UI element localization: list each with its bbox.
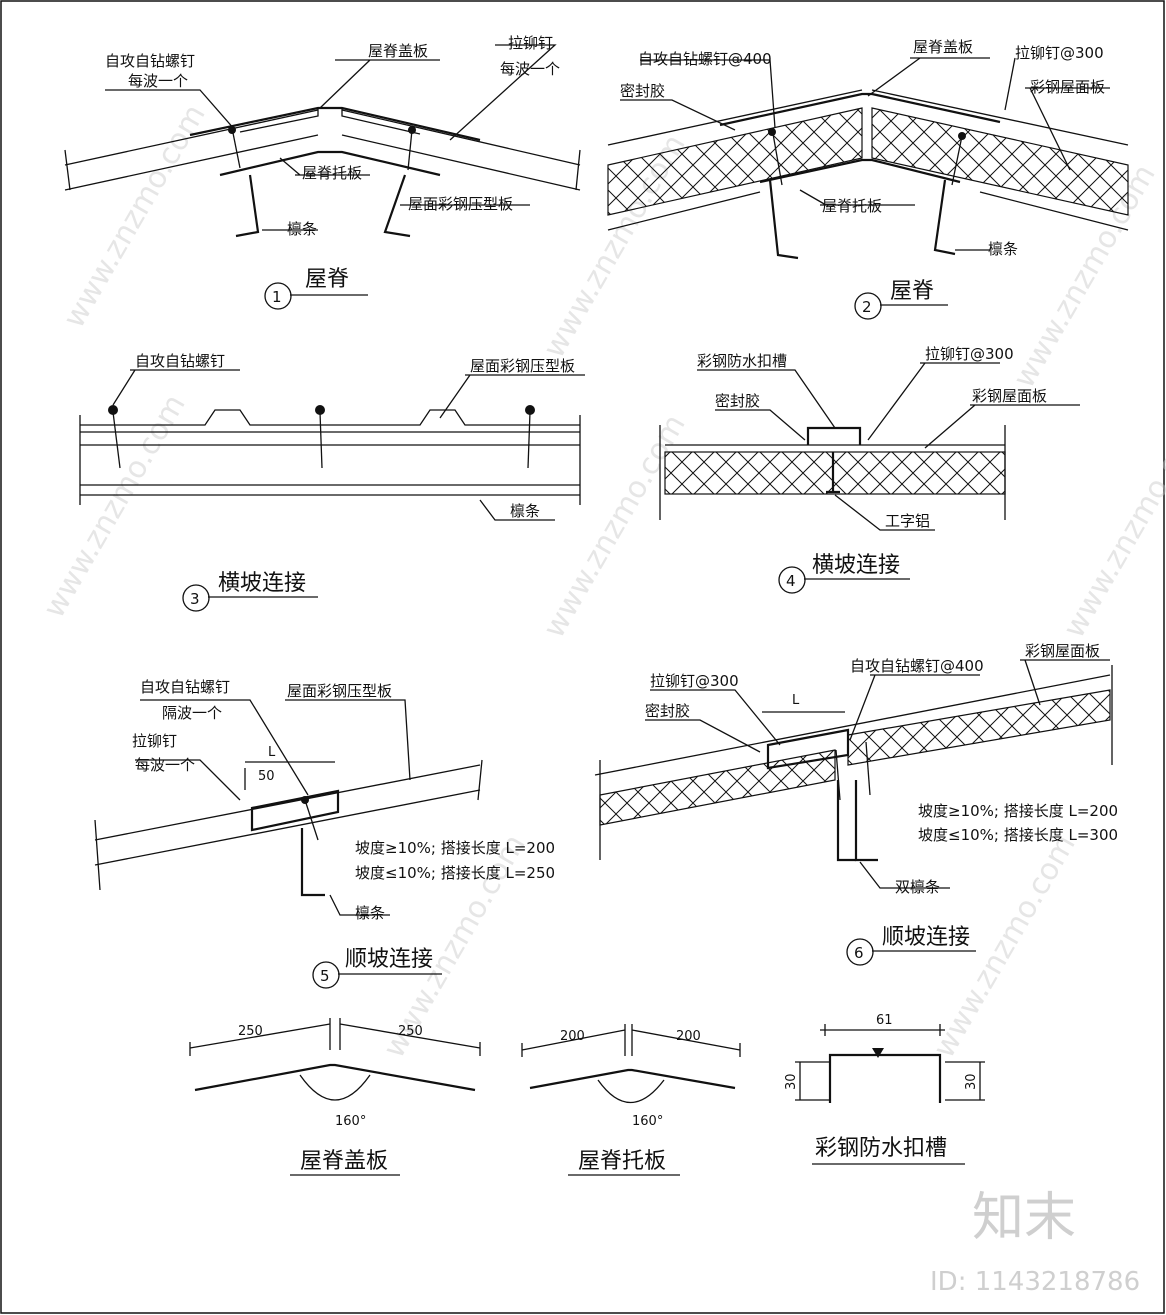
detail-6-down-slope: 拉铆钉@300 自攻自钻螺钉@400 彩钢屋面板 密封胶 L 坡度≥10%; 搭… (594, 642, 1118, 966)
label-rivet: 拉铆钉@300 (650, 672, 739, 690)
label-purlin: 檩条 (510, 502, 540, 520)
label-panel: 屋面彩钢压型板 (470, 357, 575, 375)
detail-number: 6 (854, 944, 864, 962)
part-ridge-support: 200 200 160° 屋脊托板 (521, 1024, 741, 1176)
detail-4-cross-slope: 彩钢防水扣槽 拉铆钉@300 密封胶 彩钢屋面板 工字铝 4 横坡连接 (659, 345, 1080, 594)
part-title: 屋脊托板 (578, 1149, 666, 1174)
detail-number-circle (778, 566, 806, 594)
detail-number: 2 (862, 298, 872, 316)
detail-3-cross-slope: 自攻自钻螺钉 屋面彩钢压型板 檩条 3 横坡连接 (79, 352, 585, 612)
label-screw: 自攻自钻螺钉 (140, 678, 230, 696)
label-panel: 屋面彩钢压型板 (287, 682, 392, 700)
detail-number-circle (182, 584, 210, 612)
part-title: 屋脊盖板 (300, 1149, 388, 1174)
label-purlin: 檩条 (988, 240, 1018, 258)
watermark-text: www.znzmo.com (537, 409, 693, 644)
label-roof-panel: 彩钢屋面板 (1025, 642, 1100, 660)
dim-angle: 160° (632, 1114, 663, 1129)
label-purlin: 檩条 (355, 904, 385, 922)
dim-right: 30 (964, 1073, 979, 1090)
note-slope-1: 坡度≥10%; 搭接长度 L=200 (355, 839, 555, 857)
label-ridge-cap: 屋脊盖板 (368, 42, 428, 60)
label-ridge-support: 屋脊托板 (302, 164, 362, 182)
dim-right: 250 (398, 1024, 423, 1039)
label-cap-groove: 彩钢防水扣槽 (697, 352, 787, 370)
dim-top: 61 (876, 1013, 893, 1028)
label-sealant: 密封胶 (645, 702, 690, 720)
detail-title: 屋脊 (890, 279, 934, 304)
detail-1-ridge: 自攻自钻螺钉 每波一个 屋脊盖板 拉铆钉 每波一个 屋脊托板 屋面彩钢压型板 檩… (64, 34, 581, 310)
label-screw: 自攻自钻螺钉@400 (850, 657, 984, 675)
brand-logo-watermark: 知末 (972, 1188, 1076, 1248)
detail-5-down-slope: 自攻自钻螺钉 隔波一个 屋面彩钢压型板 拉铆钉 每波一个 L 50 坡度≥10%… (94, 678, 555, 989)
dim-left: 250 (238, 1024, 263, 1039)
dim-50: 50 (258, 769, 275, 784)
label-sealant: 密封胶 (715, 392, 760, 410)
label-double-purlin: 双檩条 (895, 878, 940, 896)
label-roof-panel: 彩钢屋面板 (972, 387, 1047, 405)
detail-number: 1 (272, 288, 282, 306)
detail-number-circle (312, 961, 340, 989)
label-purlin: 檩条 (287, 220, 317, 238)
dim-l: L (268, 745, 276, 760)
label-rivet-note: 每波一个 (135, 756, 195, 774)
label-ridge-support: 屋脊托板 (822, 197, 882, 215)
detail-title: 顺坡连接 (345, 947, 433, 972)
watermark-text: www.znzmo.com (57, 99, 213, 334)
dim-right: 200 (676, 1029, 701, 1044)
dim-left: 200 (560, 1029, 585, 1044)
label-screw-note: 每波一个 (128, 72, 188, 90)
label-panel: 屋面彩钢压型板 (408, 195, 513, 213)
detail-number-circle (846, 938, 874, 966)
detail-number-circle (854, 292, 882, 320)
label-sealant: 密封胶 (620, 82, 665, 100)
label-rivet: 拉铆钉 (508, 34, 553, 52)
label-aluminum: 工字铝 (885, 512, 930, 530)
detail-number-circle (264, 282, 292, 310)
detail-title: 顺坡连接 (882, 925, 970, 950)
note-slope-1: 坡度≥10%; 搭接长度 L=200 (918, 802, 1118, 820)
note-slope-2: 坡度≤10%; 搭接长度 L=300 (918, 826, 1118, 844)
label-screw: 自攻自钻螺钉 (105, 52, 195, 70)
label-roof-panel: 彩钢屋面板 (1030, 78, 1105, 96)
label-screw-note: 隔波一个 (162, 704, 222, 722)
dim-l: L (792, 693, 800, 708)
label-screw: 自攻自钻螺钉 (135, 352, 225, 370)
note-slope-2: 坡度≤10%; 搭接长度 L=250 (355, 864, 555, 882)
detail-2-ridge: 自攻自钻螺钉@400 屋脊盖板 拉铆钉@300 密封胶 彩钢屋面板 屋脊托板 檩… (607, 38, 1129, 320)
dim-angle: 160° (335, 1114, 366, 1129)
detail-number: 5 (320, 967, 330, 985)
label-rivet: 拉铆钉@300 (1015, 44, 1104, 62)
detail-number: 4 (786, 572, 796, 590)
part-title: 彩钢防水扣槽 (815, 1136, 947, 1161)
label-screw: 自攻自钻螺钉@400 (638, 50, 772, 68)
detail-title: 横坡连接 (218, 571, 306, 596)
label-rivet-note: 每波一个 (500, 60, 560, 78)
label-ridge-cap: 屋脊盖板 (913, 38, 973, 56)
part-cap-groove: 61 30 30 彩钢防水扣槽 (784, 1013, 985, 1165)
detail-title: 横坡连接 (812, 553, 900, 578)
id-watermark: ID: 1143218786 (930, 1267, 1140, 1297)
dim-left: 30 (784, 1073, 799, 1090)
detail-number: 3 (190, 590, 200, 608)
detail-title: 屋脊 (305, 267, 349, 292)
watermark-text: www.znzmo.com (1057, 409, 1166, 644)
label-rivet: 拉铆钉@300 (925, 345, 1014, 363)
part-ridge-cap: 250 250 160° 屋脊盖板 (189, 1018, 481, 1176)
label-rivet: 拉铆钉 (132, 732, 177, 750)
